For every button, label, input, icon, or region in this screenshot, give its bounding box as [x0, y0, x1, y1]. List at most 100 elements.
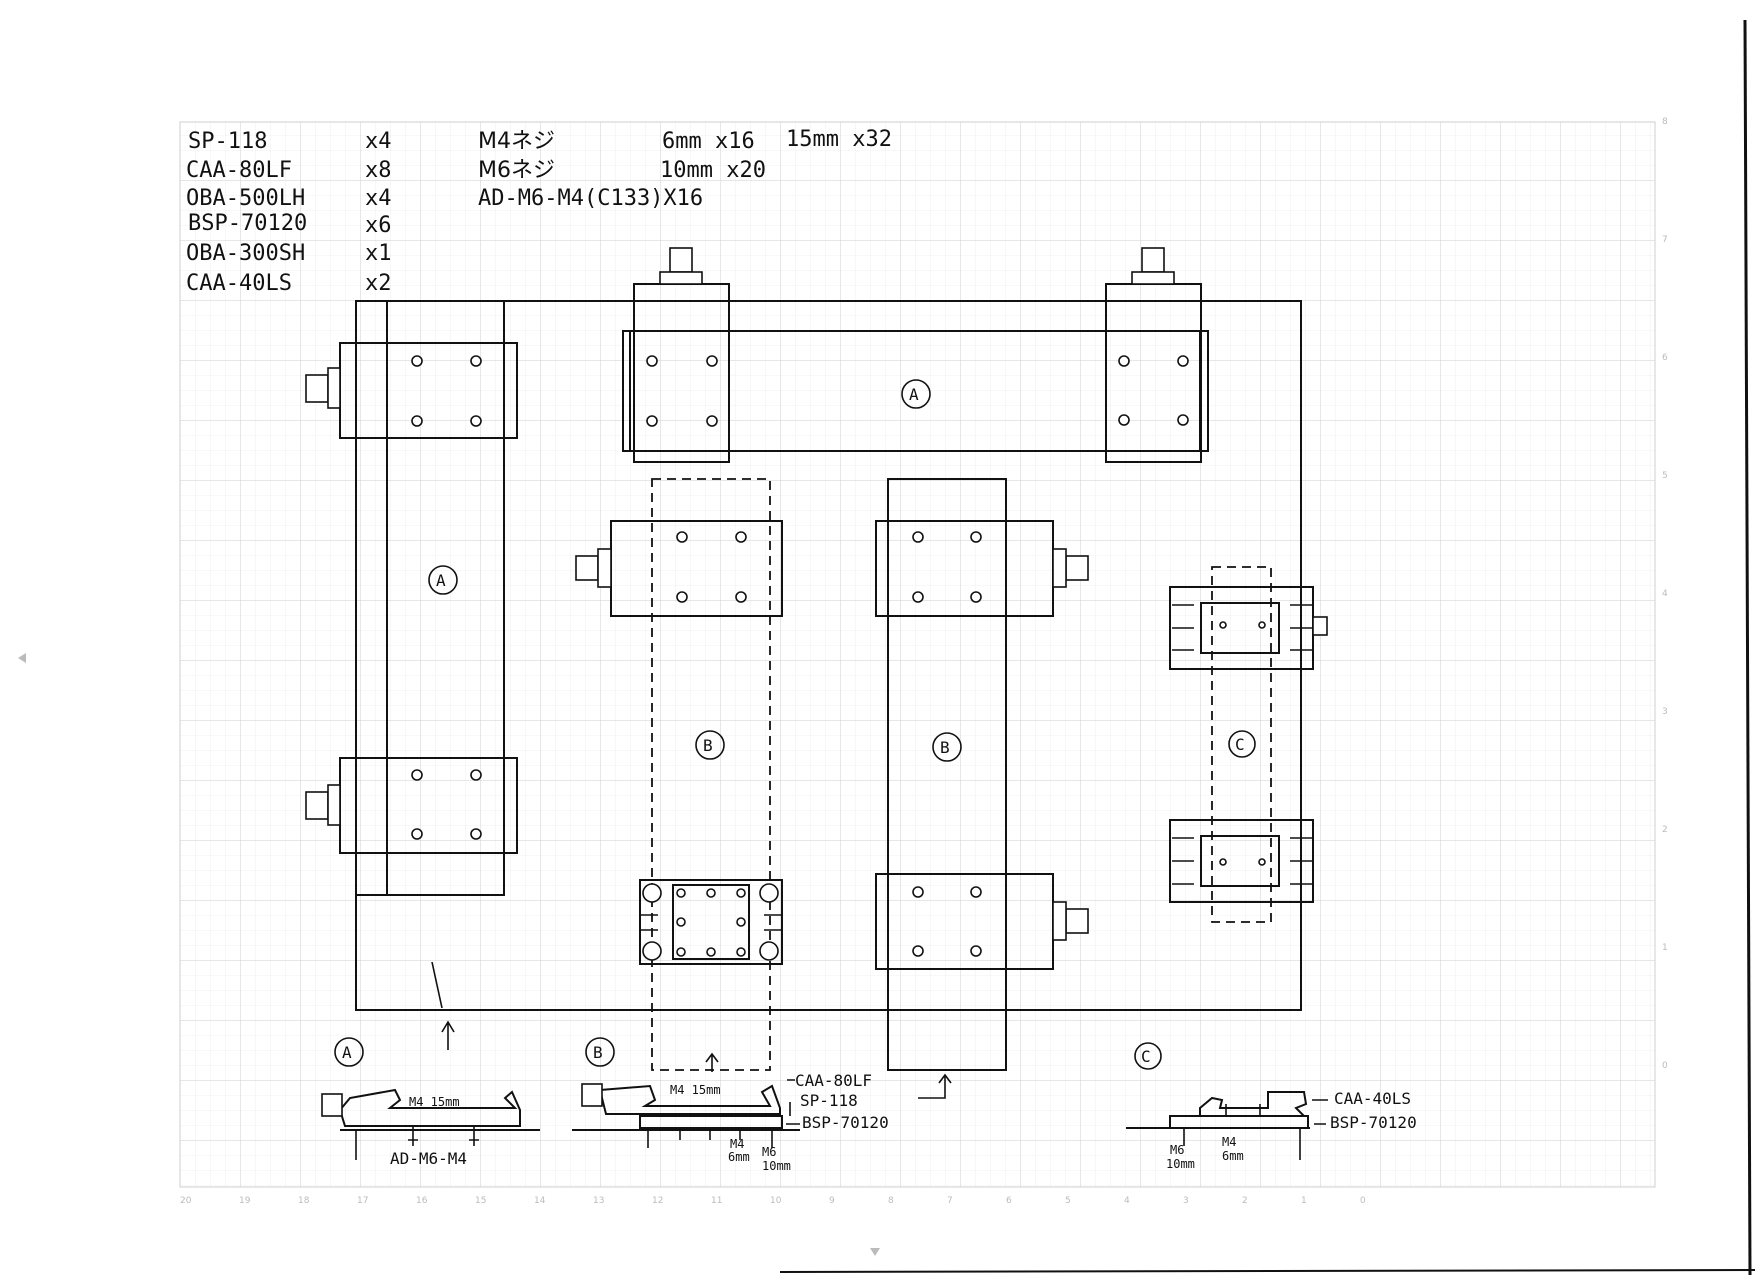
mount-hole — [970, 591, 982, 603]
stage-hole — [736, 888, 746, 898]
stage-hole — [1219, 621, 1227, 629]
rail-dashed-outline — [1211, 566, 1272, 923]
knob-shaft — [1052, 901, 1067, 941]
knob-shaft — [327, 784, 341, 826]
footer-tick: 8 — [888, 1196, 894, 1206]
footer-tick: 5 — [1065, 1196, 1071, 1206]
part-qty: x4 — [365, 186, 392, 211]
knob-shaft — [327, 367, 341, 409]
knob-shaft — [597, 548, 612, 588]
section-c-m6: M6 — [1170, 1143, 1184, 1157]
section-c-label-1: CAA-40LS — [1334, 1089, 1411, 1108]
section-c: C CAA-40LS BSP-70120 M6 10mm M4 6mm — [1126, 1042, 1417, 1171]
rail-profile — [1199, 1091, 1308, 1117]
footer-tick: 1 — [1301, 1196, 1307, 1206]
mount-hole — [735, 591, 747, 603]
section-b-m6-len: 10mm — [762, 1159, 791, 1173]
section-b-label-1: CAA-80LF — [795, 1071, 872, 1090]
mount-hole — [646, 415, 658, 427]
part-name: CAA-40LS — [186, 271, 292, 296]
section-c-m6-len: 10mm — [1166, 1157, 1195, 1171]
marker-c-label: C — [1235, 735, 1245, 754]
mount-hole — [1177, 414, 1189, 426]
mount-hole — [970, 945, 982, 957]
mount-hole — [912, 945, 924, 957]
part-qty: x8 — [365, 158, 392, 183]
part-name: CAA-80LF — [186, 158, 292, 183]
section-a-screw: M4 15mm — [409, 1095, 460, 1109]
stage-hole — [1219, 858, 1227, 866]
mount-hole — [411, 828, 423, 840]
footer-tick: 16 — [416, 1196, 428, 1206]
mount-hole — [970, 886, 982, 898]
footer-tick: 17 — [357, 1196, 368, 1206]
mount-hole — [912, 591, 924, 603]
motor-knob — [669, 247, 693, 273]
scan-arrow-bottom — [870, 1248, 880, 1256]
rail-profile — [338, 1088, 521, 1127]
side-tick: 3 — [1662, 707, 1668, 717]
part-qty: x1 — [365, 241, 392, 266]
section-b-screw: M4 15mm — [670, 1083, 721, 1097]
rail-a-top: A — [622, 247, 1209, 463]
section-c-label-2: BSP-70120 — [1330, 1113, 1417, 1132]
mount-hole — [706, 415, 718, 427]
marker-a-circle — [901, 379, 931, 409]
mount-hole — [470, 415, 482, 427]
rail-inner — [386, 300, 505, 896]
clamp-hole — [759, 883, 779, 903]
side-tick: 2 — [1662, 825, 1668, 835]
section-b-label-3: BSP-70120 — [802, 1113, 889, 1132]
motor-knob — [581, 1083, 603, 1107]
baseplate-profile — [639, 1115, 783, 1129]
footer-tick: 13 — [593, 1196, 604, 1206]
footer-tick: 9 — [829, 1196, 835, 1206]
rail-dashed-outline — [651, 478, 771, 1071]
mount-hole — [411, 415, 423, 427]
section-c-m4-len: 6mm — [1222, 1149, 1244, 1163]
side-tick: 5 — [1662, 471, 1668, 481]
rail-outline — [887, 478, 1007, 1071]
side-tick: 8 — [1662, 117, 1668, 127]
part-qty: x2 — [365, 271, 392, 296]
mount-hole — [706, 355, 718, 367]
mount-hole — [912, 886, 924, 898]
footer-tick: 14 — [534, 1196, 546, 1206]
mount-hole — [411, 769, 423, 781]
clamp-hole — [759, 941, 779, 961]
motor-knob — [1065, 908, 1089, 934]
page-edge-bottom — [779, 1269, 1755, 1273]
motor-knob — [1065, 555, 1089, 581]
footer-tick: 10 — [770, 1196, 782, 1206]
adapter-count: AD-M6-M4(C133)X16 — [478, 186, 703, 211]
part-name: SP-118 — [188, 129, 267, 154]
screw-extra: 15mm x32 — [786, 127, 892, 152]
screw-spec: 10mm x20 — [660, 158, 766, 183]
mount-hole — [970, 531, 982, 543]
mount-hole — [470, 355, 482, 367]
mount-hole — [1177, 355, 1189, 367]
side-tick: 6 — [1662, 353, 1668, 363]
clamp-hole — [642, 941, 662, 961]
marker-c-circle — [1228, 730, 1256, 758]
footer-tick: 15 — [475, 1196, 486, 1206]
stage-hole — [706, 888, 716, 898]
mount-hole — [735, 531, 747, 543]
clamp-hole — [642, 883, 662, 903]
footer-tick: 4 — [1124, 1196, 1130, 1206]
section-c-circle — [1134, 1042, 1162, 1070]
mount-hole — [676, 531, 688, 543]
side-tick: 7 — [1662, 235, 1668, 245]
footer-tick: 3 — [1183, 1196, 1189, 1206]
mount-hole — [646, 355, 658, 367]
footer-tick: 6 — [1006, 1196, 1012, 1206]
footer-tick: 0 — [1360, 1196, 1366, 1206]
parts-list: SP-118 x4 CAA-80LF x8 OBA-500LH x4 BSP-7… — [186, 129, 392, 296]
stage-hole — [676, 917, 686, 927]
motor-knob — [1141, 247, 1165, 273]
footer-tick: 11 — [711, 1196, 722, 1206]
motor-knob — [305, 374, 329, 403]
stage-hole — [1258, 858, 1266, 866]
